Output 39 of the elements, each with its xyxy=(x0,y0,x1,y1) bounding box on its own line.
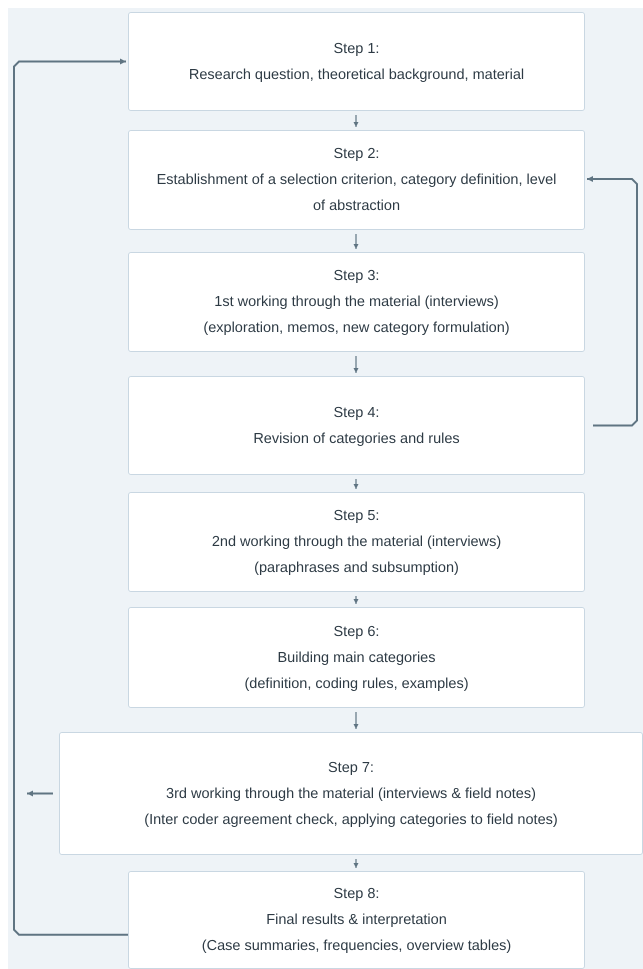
step-description: Establishment of a selection criterion, category definition, level of abstraction xyxy=(156,171,556,216)
step-heading: Step 7: xyxy=(328,758,374,778)
step-box xyxy=(128,130,585,230)
step-box xyxy=(128,252,585,352)
step-heading: Step 6: xyxy=(334,622,380,642)
step-description: (exploration, memos, new category formulation) xyxy=(203,319,510,338)
step-description: (paraphrases and subsumption) xyxy=(254,559,459,578)
step-heading: Step 1: xyxy=(334,40,380,58)
arrow xyxy=(354,712,358,729)
step-description: (definition, coding rules, examples) xyxy=(244,674,469,694)
arrow xyxy=(587,176,638,426)
step-box xyxy=(128,376,585,475)
step-box xyxy=(128,492,585,592)
step-heading: Step 2: xyxy=(334,145,380,164)
step-heading: Step 8: xyxy=(334,885,380,904)
step-description: Research question, theoretical background, material xyxy=(188,66,524,84)
arrow xyxy=(354,234,358,249)
step-box xyxy=(128,607,585,708)
step-heading: Step 4: xyxy=(334,404,380,422)
step-description: Final results & interpretation xyxy=(266,911,447,930)
step-description: 3rd working through the material (interviews & field notes) xyxy=(166,784,536,804)
arrow xyxy=(354,859,358,868)
step-description: Building main categories xyxy=(278,648,436,668)
step-description: Revision of categories and rules xyxy=(253,430,460,448)
step-description: (Case summaries, frequencies, overview tables) xyxy=(202,937,512,956)
step-heading: Step 5: xyxy=(334,507,380,526)
step-heading: Step 3: xyxy=(334,267,380,286)
arrow xyxy=(354,596,358,604)
arrow xyxy=(13,58,128,936)
step-box xyxy=(128,871,585,969)
step-description: 1st working through the material (interviews) xyxy=(214,293,499,312)
arrow xyxy=(354,356,358,373)
step-description: (Inter coder agreement check, applying categories to field notes) xyxy=(144,810,558,830)
arrow xyxy=(354,115,358,127)
step-description: 2nd working through the material (interviews) xyxy=(212,533,502,552)
arrow xyxy=(27,790,53,796)
step-box xyxy=(59,732,643,855)
step-box xyxy=(128,12,585,111)
arrow xyxy=(354,479,358,489)
